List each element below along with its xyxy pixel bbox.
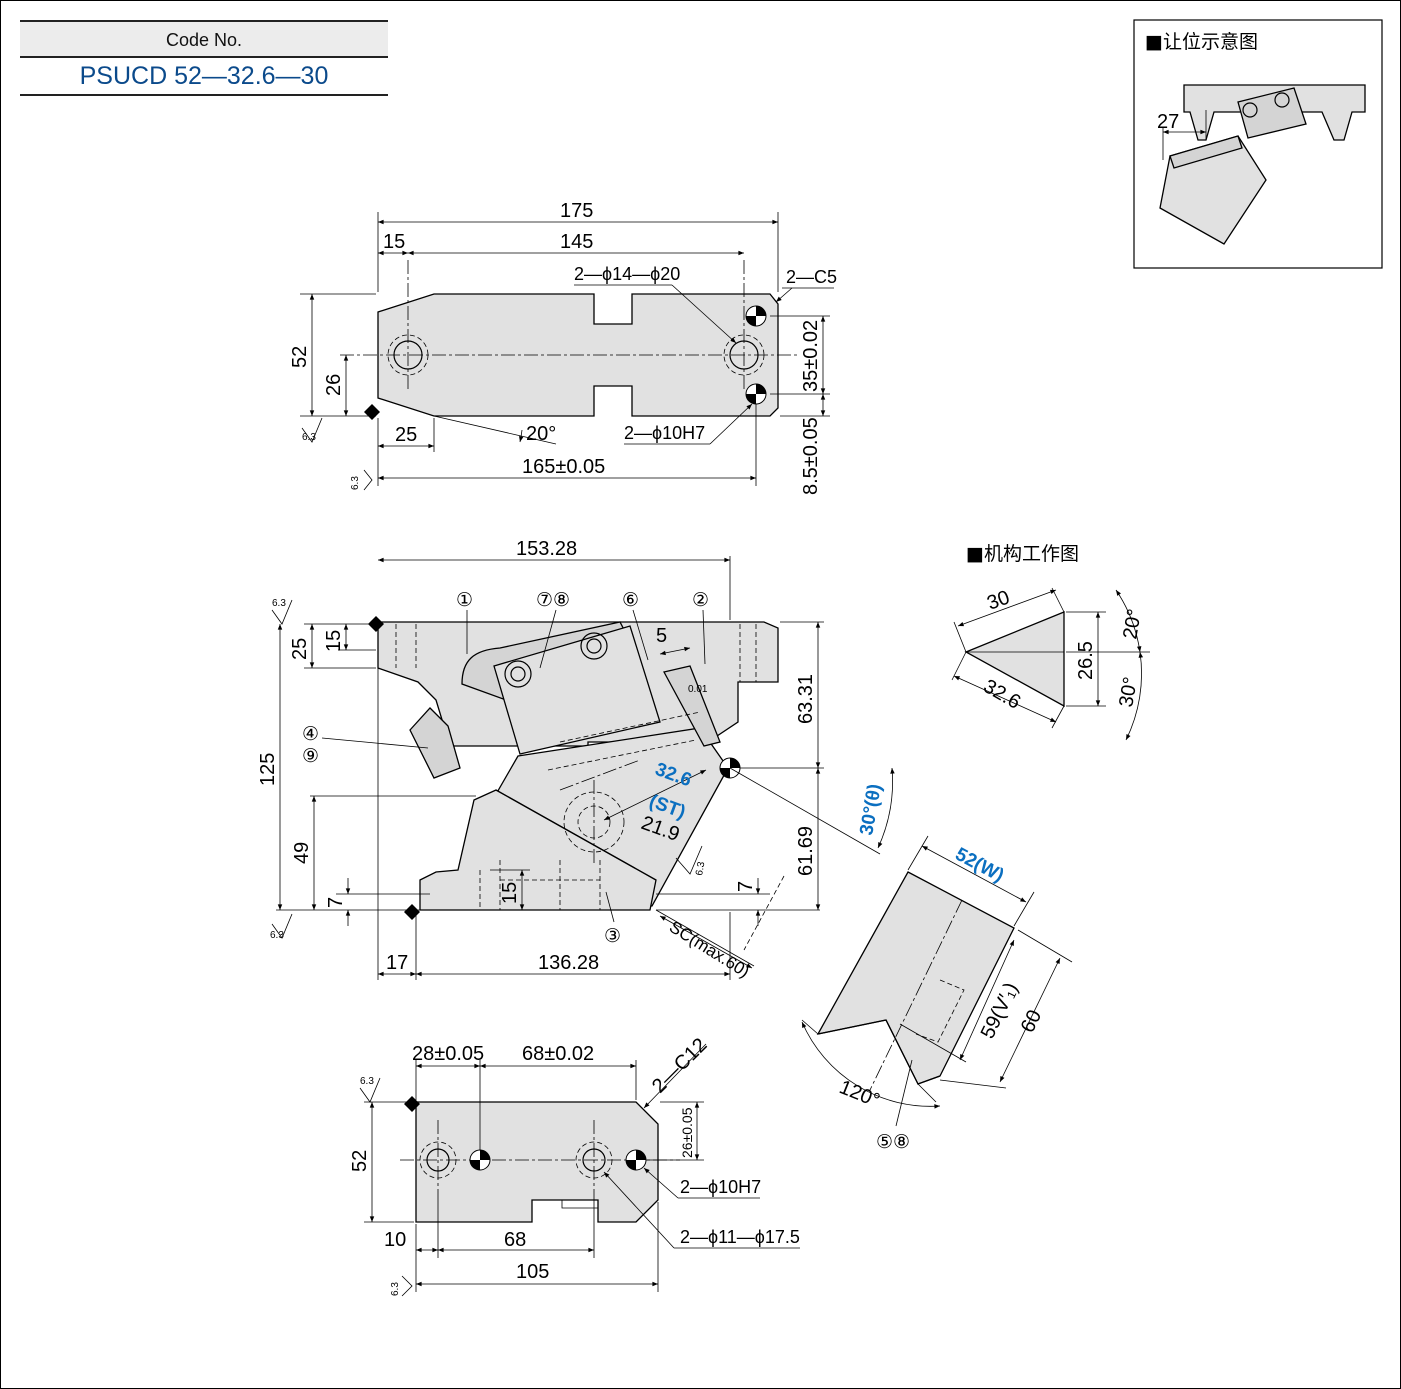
dowel-hole-mark (745, 383, 767, 405)
bottom-dowel-mark-left (469, 1149, 491, 1171)
side-dim-15b: 15 (499, 882, 521, 904)
side-angle-theta: 30°(θ) (856, 782, 886, 837)
mech-dim-52-w: 52(W) (952, 844, 1008, 887)
top-dowel-label: 2—ϕ10H7 (624, 423, 705, 443)
side-roughness-a: 6.3 (272, 598, 286, 609)
side-dim-63-31: 63.31 (795, 674, 817, 724)
bottom-dim-28: 28±0.05 (412, 1043, 484, 1065)
mech-angle-120: 120° (836, 1076, 883, 1112)
mech-dim-30: 30 (984, 586, 1012, 614)
bottom-counterbore-left (426, 1148, 450, 1172)
side-view: ① ⑦⑧ ⑥ ② ④ ⑨ ③ 5 0.01 153.28 25 15 125 (257, 538, 895, 981)
bottom-dim-105: 105 (516, 1261, 549, 1283)
bottom-dim-68: 68±0.02 (522, 1043, 594, 1065)
code-number-header: Code No. (20, 20, 388, 58)
inset-frame (1133, 19, 1383, 269)
top-holes-label: 2—ϕ14—ϕ20 (574, 264, 680, 284)
bottom-dowel-mark-right (625, 1149, 647, 1171)
inset-illustration: 27 (1157, 84, 1366, 245)
callout-9: ⑨ (302, 745, 319, 767)
top-roughness-a: 6.3 (302, 432, 316, 443)
side-dim-61-69: 61.69 (795, 826, 817, 876)
side-dim-49: 49 (291, 842, 313, 864)
counterbore-hole-left (393, 340, 423, 370)
callout-1: ① (456, 589, 473, 611)
side-dim-5: 5 (656, 625, 667, 647)
code-number-table: Code No. PSUCD 52—32.6—30 (20, 20, 388, 96)
dowel-hole-mark (745, 305, 767, 327)
mechanism-diagram: ■机构工作图 30 32.6 26.5 20° 30° 52(W) 60 (801, 543, 1150, 1153)
side-dim-136-28: 136.28 (538, 952, 599, 974)
top-angle-20: 20° (526, 423, 556, 445)
mechanism-cam-block (816, 871, 1015, 1085)
top-dim-26: 26 (323, 374, 345, 396)
bottom-view-plate (415, 1101, 659, 1223)
bottom-holes-label: 2—ϕ11—ϕ17.5 (680, 1227, 800, 1247)
bottom-roughness-b: 6.3 (390, 1282, 401, 1296)
side-stopper (409, 707, 461, 779)
top-dim-52: 52 (289, 346, 311, 368)
inset-dim-27: 27 (1157, 111, 1179, 133)
top-roughness-b: 6.3 (350, 476, 361, 490)
top-chamfer-label: 2—C5 (786, 267, 837, 287)
top-dim-165: 165±0.05 (522, 456, 605, 478)
bottom-chamfer-label: 2—C12 (648, 1034, 712, 1098)
top-dim-15: 15 (383, 231, 405, 253)
mech-angle-20: 20° (1119, 607, 1146, 641)
top-view: 175 15 145 2—ϕ14—ϕ20 2—C5 52 26 35±0.02 … (289, 200, 837, 495)
counterbore-hole-right (729, 340, 759, 370)
side-dim-15: 15 (323, 630, 345, 652)
bottom-dim-52: 52 (349, 1150, 371, 1172)
top-dim-35: 35±0.02 (800, 320, 822, 392)
top-dim-175: 175 (560, 200, 593, 222)
callout-2: ② (692, 589, 709, 611)
bottom-roughness-a: 6.3 (360, 1076, 374, 1087)
side-roughness-b: 6.3 (270, 930, 284, 941)
side-dim-7b: 7 (735, 881, 757, 892)
side-sc-label: SC(max.60) (666, 917, 753, 981)
side-dim-125: 125 (257, 753, 279, 786)
side-roughness-c: 6.3 (694, 860, 707, 876)
code-number-value: PSUCD 52—32.6—30 (20, 58, 388, 96)
side-dim-7: 7 (325, 897, 347, 908)
bottom-dim-68b: 68 (504, 1229, 526, 1251)
side-dim-153-28: 153.28 (516, 538, 577, 560)
side-slider-block (493, 625, 661, 755)
side-dim-25: 25 (289, 638, 311, 660)
mech-dim-26-5: 26.5 (1075, 641, 1097, 680)
bottom-dowel-label: 2—ϕ10H7 (680, 1177, 761, 1197)
callout-4: ④ (302, 723, 319, 745)
top-dim-8-5: 8.5±0.05 (800, 417, 822, 495)
inset-title: ■让位示意图 (1145, 31, 1258, 53)
side-dim-17: 17 (386, 952, 408, 974)
bottom-view: 28±0.05 68±0.02 2—C12 26±0.05 52 2—ϕ10H7… (349, 1034, 800, 1297)
callout-7-8: ⑦⑧ (536, 589, 570, 611)
bottom-counterbore-right (582, 1148, 606, 1172)
callout-5-8: ⑤⑧ (876, 1131, 910, 1153)
bottom-dim-10: 10 (384, 1229, 406, 1251)
callout-6: ⑥ (622, 589, 639, 611)
top-dim-145: 145 (560, 231, 593, 253)
mech-dim-60: 60 (1017, 1007, 1047, 1037)
clearance-inset: ■让位示意图 27 (1133, 19, 1383, 269)
mechanism-title: ■机构工作图 (966, 543, 1079, 565)
mech-angle-30: 30° (1115, 675, 1142, 709)
bottom-dim-26: 26±0.05 (679, 1107, 695, 1158)
callout-3: ③ (604, 925, 621, 947)
side-tolerance: 0.01 (688, 684, 708, 695)
top-dim-25: 25 (395, 424, 417, 446)
